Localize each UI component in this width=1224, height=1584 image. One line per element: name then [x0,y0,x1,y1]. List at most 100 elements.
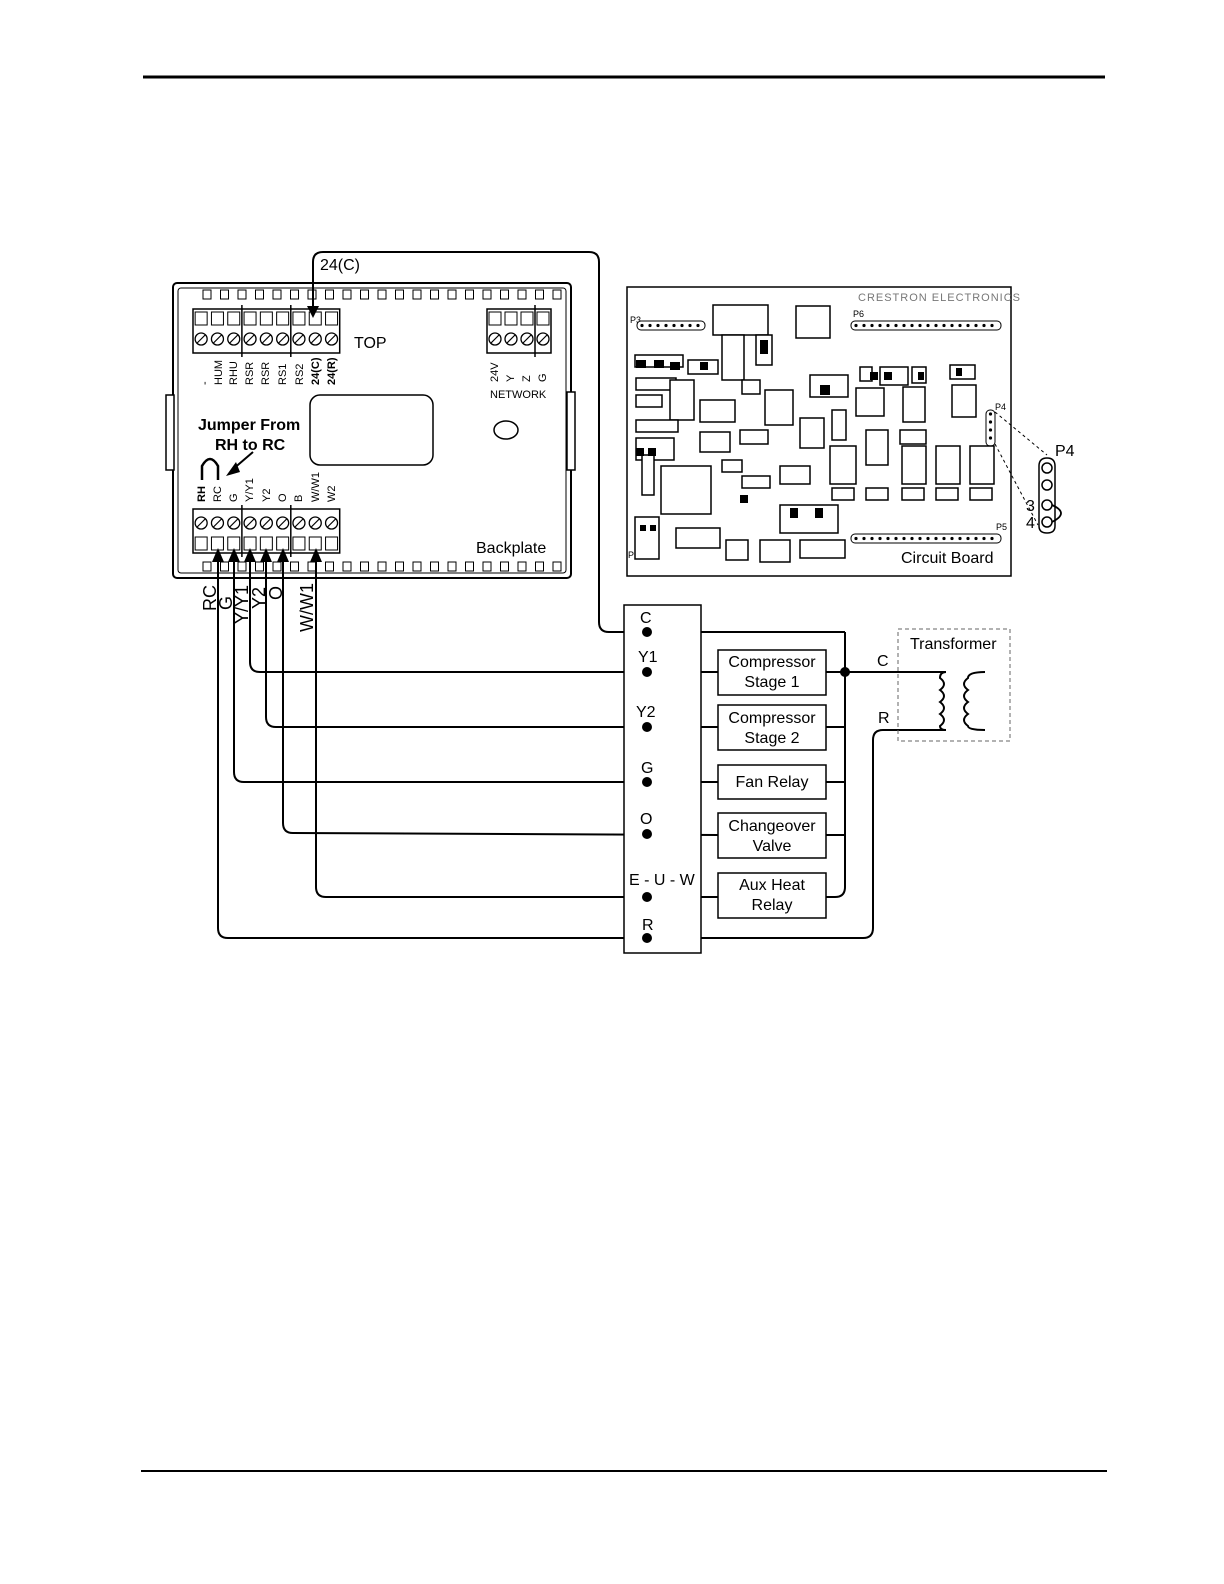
board-component [721,334,745,381]
screw-slot [294,518,304,528]
p4-pin-label: 3 [1026,498,1035,515]
common-bus-line [826,632,846,898]
header-pin [910,323,914,328]
board-component [641,454,655,496]
header-pin [934,323,938,328]
component-line1: Changeover [728,818,816,835]
wire-label: Y2 [249,587,269,609]
vent-slot [220,561,229,572]
bottom-terminal-label: G [228,493,240,502]
terminal-clamp [488,311,502,326]
header-p5 [850,533,1002,544]
screw-slot [278,518,288,528]
vent-slot [430,561,439,572]
screw-slot [278,334,288,344]
header-p6 [850,320,1002,331]
vent-slot [360,289,369,300]
board-component [901,445,927,485]
vent-slot [447,289,457,300]
connector-label: P1 [628,550,639,560]
terminal-clamp [292,536,306,551]
network-label: NETWORK [490,389,547,401]
header-pin [910,536,914,541]
wire-g [233,553,718,783]
board-component-filled [636,360,646,368]
vent-slot [482,289,492,300]
top-terminal-label: RS1 [277,364,289,385]
wire-24c-label: 24(C) [320,257,360,274]
header-pin [934,536,938,541]
compressor-stage-2: Compressor Stage 2 [717,704,827,751]
bottom-terminal-block [192,505,341,557]
header-pin [982,536,986,541]
p4-pin [1041,462,1053,474]
backplate-top-vents [202,289,562,300]
vent-slot [377,561,387,572]
board-component [635,419,679,433]
backplate: - HUM RHU RSR RSR RS1 RS2 24(C) 24(R) TO… [165,282,576,579]
terminal-label: Y2 [636,704,656,721]
header-p3 [636,320,706,331]
connector-label: P4 [995,402,1006,412]
board-component [635,394,663,408]
vent-slot [202,561,212,572]
header-pin [988,412,993,416]
board-component [741,475,771,489]
vent-slot [430,289,439,300]
header-pin [990,536,994,541]
vent-slot [517,561,527,572]
network-terminal-block [486,305,552,357]
board-component [699,431,731,453]
vent-slot [412,561,422,572]
aux-heat-relay: Aux Heat Relay [717,872,827,919]
p4-pin [1041,516,1053,528]
board-component-filled [640,525,646,531]
transformer-lead-c: C [877,653,889,670]
bottom-terminal-label: Y2 [261,489,273,502]
wire-24c-path [312,251,845,633]
terminal-clamp [520,311,534,326]
screw-slot [522,334,532,344]
bottom-terminal-label: RC [212,486,224,502]
terminal-node [642,933,652,943]
screw-slot [213,334,222,344]
board-component [725,539,749,561]
vent-slot [517,289,527,300]
screw-slot [490,334,500,344]
component-line1: Compressor [728,710,816,727]
vent-slot [377,289,387,300]
wire-y1 [249,553,718,673]
network-terminal-label: Y [505,374,517,382]
terminal-label: E - U - W [629,872,696,889]
top-terminal-label: RSR [260,362,272,385]
terminal-label: C [640,610,652,627]
vent-slot [465,561,474,572]
top-terminal-label: RHU [228,361,240,385]
changeover-valve: Changeover Valve [717,812,827,859]
header-pin [988,436,993,440]
vent-slot [535,561,544,572]
vent-slot [237,561,247,572]
junction-dot [840,667,850,677]
wire-24c: 24(C) [307,251,845,633]
board-component [741,379,761,395]
component-box [717,872,827,919]
top-terminal-label: 24(C) [310,357,322,385]
terminal-node [642,722,652,732]
header-pin [966,536,970,541]
vent-slot [447,561,457,572]
jumper-arrowhead [226,462,240,476]
board-component-filled [884,372,892,380]
header-pin [878,323,882,328]
header-pin [672,323,676,328]
wire-label: RC [200,585,220,611]
board-component-filled [790,508,798,518]
header-pin [958,536,962,541]
header-pin [870,536,874,541]
board-component [721,459,743,473]
header-pin [950,536,954,541]
top-terminal-label: RSR [244,362,256,385]
wire-arrowhead [212,548,224,562]
component-box [717,649,827,696]
